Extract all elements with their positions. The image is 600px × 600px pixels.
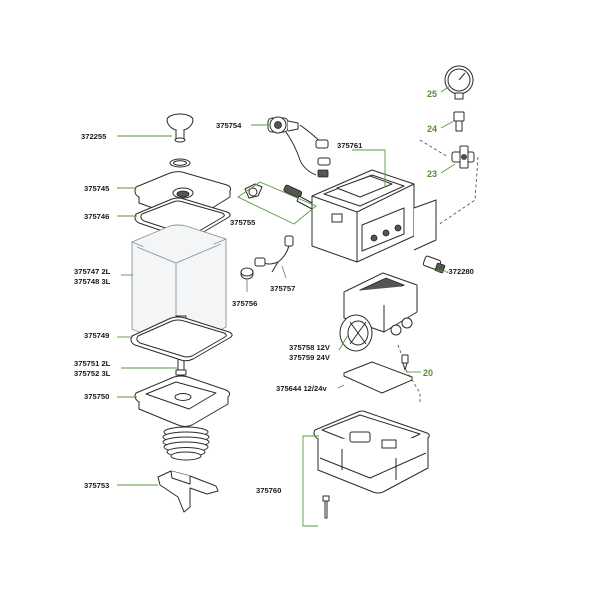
label-375760: 375760 xyxy=(256,486,281,495)
tee-fitting-drawing xyxy=(451,145,475,169)
screw-drawing xyxy=(401,354,409,371)
label-375749: 375749 xyxy=(84,331,109,340)
label-375746: 375746 xyxy=(84,212,109,221)
callout-20: 20 xyxy=(423,368,433,378)
label-375756: 375756 xyxy=(232,299,257,308)
label-372280: -372280 xyxy=(446,267,474,276)
label-375748-3l: 375748 3L xyxy=(74,277,111,286)
gauge-adapter-drawing xyxy=(453,111,465,132)
callout-25: 25 xyxy=(427,89,437,99)
callout-23: 23 xyxy=(427,169,437,179)
pressure-gauge-drawing xyxy=(444,65,474,100)
outlet-fitting-drawing xyxy=(422,255,446,274)
circuit-board-drawing xyxy=(343,361,413,394)
callout-24: 24 xyxy=(427,124,437,134)
label-375755: 375755 xyxy=(230,218,256,227)
label-375759-24v: 375759 24V xyxy=(289,353,331,362)
plug-drawing xyxy=(240,267,254,280)
base-screw-drawing xyxy=(322,495,330,519)
label-375754: 375754 xyxy=(216,121,242,130)
gauge-assembly-guide xyxy=(419,139,479,226)
label-375752-3l: 375752 3L xyxy=(74,369,111,378)
label-375751-2l: 375751 2L xyxy=(74,359,111,368)
label-375745: 375745 xyxy=(84,184,110,193)
pump-base-drawing xyxy=(313,410,430,494)
pump-motor-drawing xyxy=(339,272,418,352)
level-sensor-drawing xyxy=(267,116,331,178)
wire-harness-drawing xyxy=(254,235,294,273)
label-375761: 375761 xyxy=(337,141,363,150)
label-372255: 372255 xyxy=(81,132,107,141)
label-375644-12-24v: 375644 12/24v xyxy=(276,384,327,393)
spring-drawing xyxy=(162,426,210,461)
leader-lines xyxy=(117,85,456,527)
pump-assembly-guide xyxy=(397,344,421,403)
tank-base-drawing xyxy=(134,375,231,427)
pump-housing-drawing xyxy=(311,169,437,263)
label-375758-12v: 375758 12V xyxy=(289,343,331,352)
label-375747-2l: 375747 2L xyxy=(74,267,111,276)
tank-cap-drawing xyxy=(166,113,194,143)
label-375750: 375750 xyxy=(84,392,109,401)
label-375753: 375753 xyxy=(84,481,109,490)
mounting-bracket-drawing xyxy=(157,470,219,513)
label-375757: 375757 xyxy=(270,284,295,293)
